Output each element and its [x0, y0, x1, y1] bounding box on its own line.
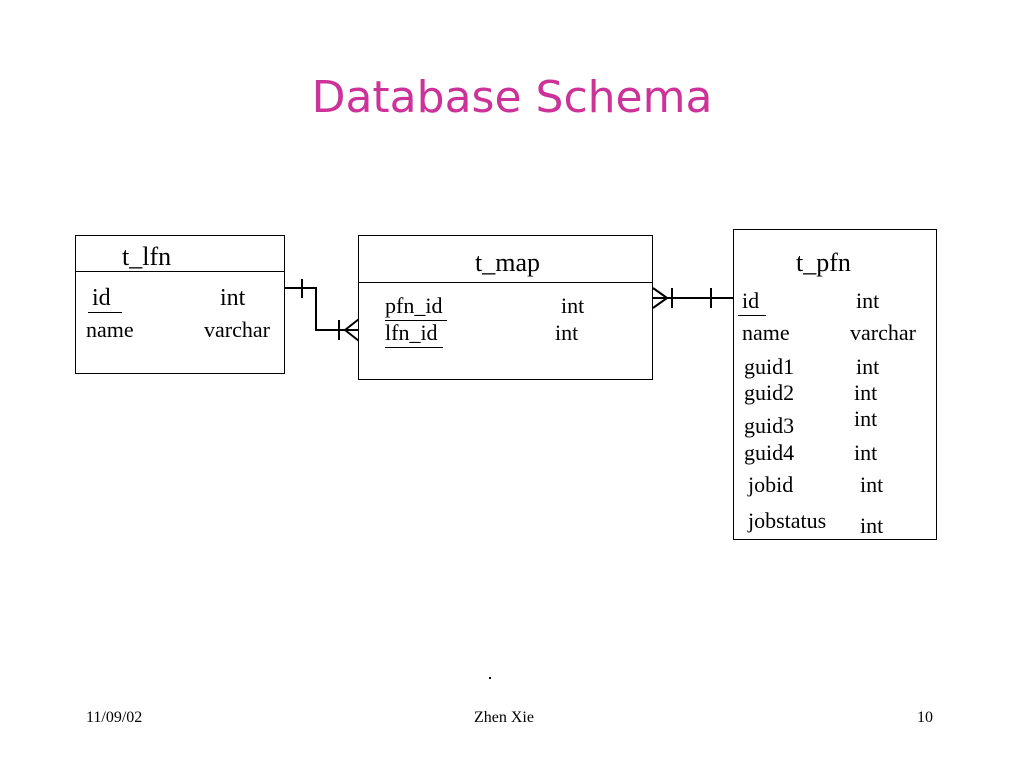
table-name-t-map: t_map [475, 248, 540, 277]
column-name-name: name [86, 317, 134, 342]
column-type-name: varchar [204, 317, 270, 342]
key-underline-id [738, 315, 766, 316]
column-name-lfn-id: lfn_id [385, 320, 438, 345]
column-type-pfn-id: int [561, 293, 585, 318]
slide-title: Database Schema [311, 72, 713, 123]
table-t-map: t_map pfn_id int lfn_id int [358, 235, 653, 380]
key-underline-pfn-id [385, 320, 447, 321]
column-name-jobstatus: jobstatus [748, 508, 827, 533]
column-type-jobid: int [860, 472, 884, 497]
key-underline-lfn-id [385, 347, 443, 348]
column-type-guid3: int [854, 406, 878, 431]
footer-author: Zhen Xie [474, 709, 534, 726]
table-t-pfn: t_pfn id int name varchar guid1 int guid… [733, 229, 937, 540]
connector-line-lfn-map [285, 287, 359, 331]
column-type-id: int [220, 285, 246, 311]
center-dot [489, 677, 491, 679]
column-name-id: id [742, 288, 760, 313]
many-marker-foot-lower-map-right [652, 297, 668, 309]
table-name-t-pfn: t_pfn [796, 248, 851, 277]
column-name-guid1: guid1 [744, 354, 795, 379]
column-name-id: id [92, 285, 111, 311]
relationship-lfn-map [285, 279, 360, 342]
many-marker-foot-upper-map-left [344, 318, 360, 331]
column-name-guid4: guid4 [744, 440, 795, 465]
table-t-lfn: t_lfn id int name varchar [75, 235, 285, 374]
column-name-name: name [742, 320, 790, 345]
key-underline-id [88, 312, 122, 313]
table-name-t-lfn: t_lfn [122, 242, 172, 271]
table-header-divider [76, 271, 284, 272]
column-name-guid2: guid2 [744, 380, 795, 405]
column-type-lfn-id: int [555, 320, 579, 345]
column-name-jobid: jobid [748, 472, 794, 497]
footer-date: 11/09/02 [86, 709, 143, 726]
column-type-guid1: int [856, 354, 880, 379]
column-type-name: varchar [850, 320, 916, 345]
column-type-guid2: int [854, 380, 878, 405]
many-marker-foot-lower-map-left [344, 329, 360, 342]
column-type-id: int [856, 288, 880, 313]
footer-page-number: 10 [917, 709, 933, 726]
column-type-jobstatus: int [860, 513, 884, 538]
column-type-guid4: int [854, 440, 878, 465]
relationship-pfn-map [652, 287, 734, 309]
many-marker-foot-upper-map-right [652, 287, 668, 299]
table-header-divider [359, 282, 652, 283]
column-name-pfn-id: pfn_id [385, 293, 443, 318]
column-name-guid3: guid3 [744, 413, 795, 438]
